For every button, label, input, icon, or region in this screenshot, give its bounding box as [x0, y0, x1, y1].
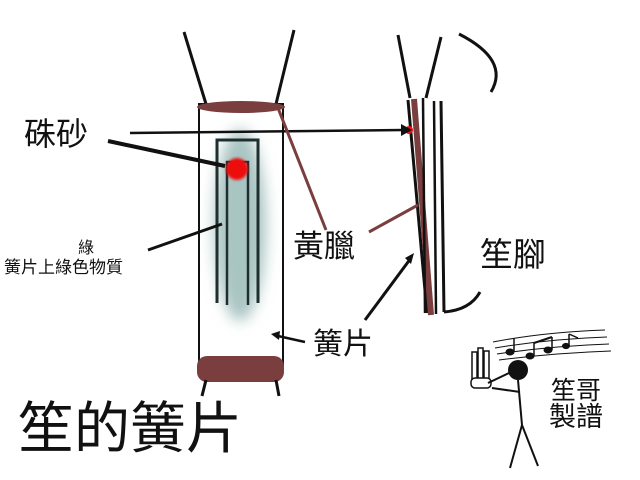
front-wax-top: [197, 101, 285, 113]
label-wax: 黃臘: [293, 229, 355, 265]
pointer-reed-front: [277, 334, 306, 344]
staff-line-2: [494, 336, 608, 349]
pointer-wax-side: [368, 203, 419, 234]
label-cinnabar: 硃砂: [24, 115, 89, 153]
cinnabar-dot-front: [226, 158, 248, 180]
arrowhead-reed-side: [405, 253, 414, 264]
side-view-reed: [396, 32, 498, 316]
pointer-cinnabar-side: [129, 128, 405, 135]
sheng-foot-curve: [458, 32, 498, 93]
front-wax-bottom: [197, 356, 284, 382]
staff-line-1: [492, 329, 606, 343]
arrowhead-cinnabar-side: [401, 124, 412, 136]
side-reed-body: [411, 98, 434, 316]
pointer-wax-front: [276, 107, 328, 231]
sheng-player-figure-icon: [470, 347, 539, 469]
arrowhead-reed-front: [271, 331, 280, 340]
credit-made-by: 製譜: [549, 402, 603, 433]
credit-author: 笙哥: [551, 376, 602, 405]
pointer-cinnabar-front: [107, 139, 226, 168]
page-title: 笙的簧片: [18, 397, 242, 462]
label-green-material: 簧片上綠色物質: [4, 258, 123, 278]
side-reed-edge: [421, 97, 427, 314]
pointers: [107, 107, 419, 344]
sheng-foot-pipe: [439, 100, 446, 313]
sheng-foot-bottom: [443, 291, 482, 314]
side-leg-left: [396, 34, 412, 99]
front-view-reed: [182, 29, 296, 397]
staff-line-4: [498, 350, 612, 361]
label-green: 綠: [78, 238, 95, 257]
front-leg-bottom-left: [200, 379, 208, 397]
front-leg-bottom-right: [274, 379, 281, 397]
music-notes-icon: [505, 333, 579, 360]
reed-tongue-outline: [215, 138, 260, 303]
pointer-green: [147, 222, 223, 252]
front-leg-right: [274, 29, 296, 105]
label-reed: 簧片: [313, 327, 373, 362]
label-sheng-foot: 笙腳: [480, 235, 546, 274]
pointer-reed-side: [363, 257, 413, 321]
front-leg-left: [182, 31, 208, 105]
side-leg-right: [424, 36, 443, 99]
side-reed-back: [432, 100, 438, 315]
mascot: [470, 329, 612, 469]
